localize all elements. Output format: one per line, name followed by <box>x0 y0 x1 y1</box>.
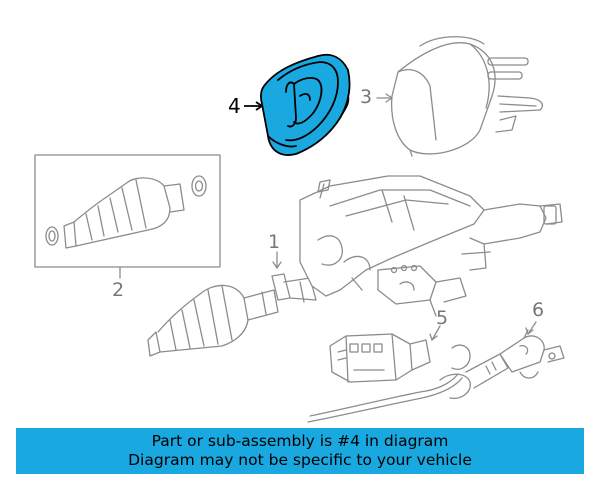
part-2-boot-joint <box>45 175 207 249</box>
arrow-6 <box>525 327 534 335</box>
arrow-5 <box>429 333 438 341</box>
banner-line-2: Diagram may not be specific to your vehi… <box>128 451 472 469</box>
banner-line-1: Part or sub-assembly is #4 in diagram <box>151 432 449 450</box>
callout-1: 1 <box>268 231 281 253</box>
leader-6 <box>527 321 537 335</box>
callout-4: 4 <box>228 94 241 118</box>
callout-3: 3 <box>360 86 373 108</box>
part-5-motor <box>329 333 431 383</box>
callout-6: 6 <box>532 299 545 321</box>
part-1-intermediate-shaft <box>147 273 317 357</box>
info-banner: Part or sub-assembly is #4 in diagram Di… <box>16 428 584 474</box>
steering-column-assembly <box>299 175 563 317</box>
part-6-sensor-cable <box>307 329 565 423</box>
part-3-column-cover <box>390 36 544 157</box>
arrow-1 <box>272 261 282 269</box>
arrow-4 <box>255 101 263 111</box>
leader-5 <box>431 325 441 341</box>
callout-2: 2 <box>112 279 125 301</box>
part-4-trim-boot-highlighted <box>260 53 351 156</box>
callout-5: 5 <box>436 307 449 329</box>
arrow-3 <box>385 93 393 103</box>
